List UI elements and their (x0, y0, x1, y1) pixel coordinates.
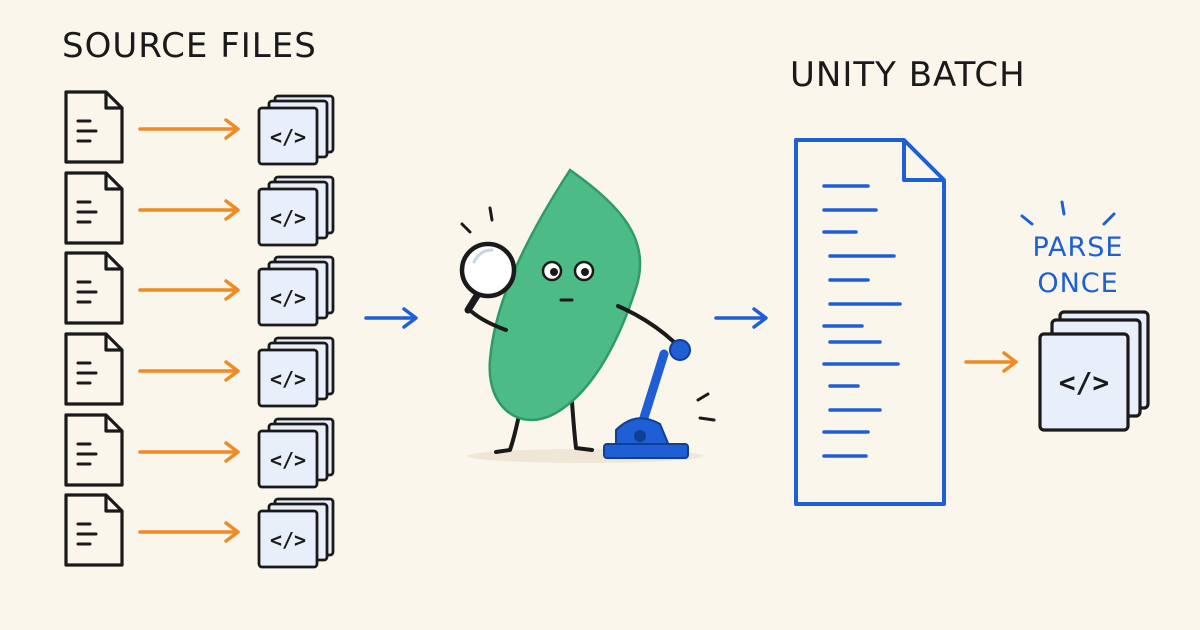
parse-once-line2: ONCE (1037, 268, 1119, 299)
source-file-row: </> (64, 493, 335, 569)
parsed-code-glyph: </> (1059, 366, 1110, 399)
blue-arrow-to-batch (714, 307, 768, 329)
code-glyph: </> (270, 367, 306, 391)
magnifier-icon (459, 241, 517, 314)
code-stack-icon: </> (257, 175, 335, 247)
orange-arrow-to-parsed (964, 351, 1018, 373)
unity-batch-document (794, 138, 946, 506)
code-glyph: </> (270, 528, 306, 552)
mascot-icon (459, 168, 716, 463)
source-file-row: </> (64, 171, 335, 247)
document-icon (64, 493, 124, 567)
code-glyph: </> (270, 206, 306, 230)
sparkle-icon (1020, 200, 1116, 226)
document-icon (64, 251, 124, 325)
code-stack-icon: </> (257, 497, 335, 569)
source-file-row: </> (64, 90, 335, 166)
source-file-row: </> (64, 332, 335, 408)
batch-text-lines (822, 184, 902, 458)
document-icon (64, 90, 124, 164)
parse-once-caption: PARSE ONCE (1018, 230, 1138, 302)
orange-arrow (138, 279, 240, 301)
source-file-row: </> (64, 251, 335, 327)
lever-icon (603, 339, 716, 459)
document-icon (64, 332, 124, 406)
orange-arrow (138, 521, 240, 543)
parse-once-line1: PARSE (1032, 232, 1124, 263)
source-files-title: SOURCE FILES (62, 26, 317, 66)
code-stack-icon: </> (257, 336, 335, 408)
orange-arrow (138, 441, 240, 463)
parsed-code-stack-icon: </> (1038, 310, 1150, 432)
orange-arrow (138, 360, 240, 382)
code-glyph: </> (270, 125, 306, 149)
code-stack-icon: </> (257, 255, 335, 327)
orange-arrow (138, 199, 240, 221)
document-icon (64, 171, 124, 245)
document-icon (64, 413, 124, 487)
unity-batch-title: UNITY BATCH (790, 55, 1026, 95)
source-file-rows: </> </> </> </> </> (64, 90, 335, 569)
code-glyph: </> (270, 448, 306, 472)
code-stack-icon: </> (257, 94, 335, 166)
code-stack-icon: </> (257, 417, 335, 489)
blue-arrow-to-mascot (364, 307, 418, 329)
code-glyph: </> (270, 286, 306, 310)
source-file-row: </> (64, 413, 335, 489)
orange-arrow (138, 118, 240, 140)
